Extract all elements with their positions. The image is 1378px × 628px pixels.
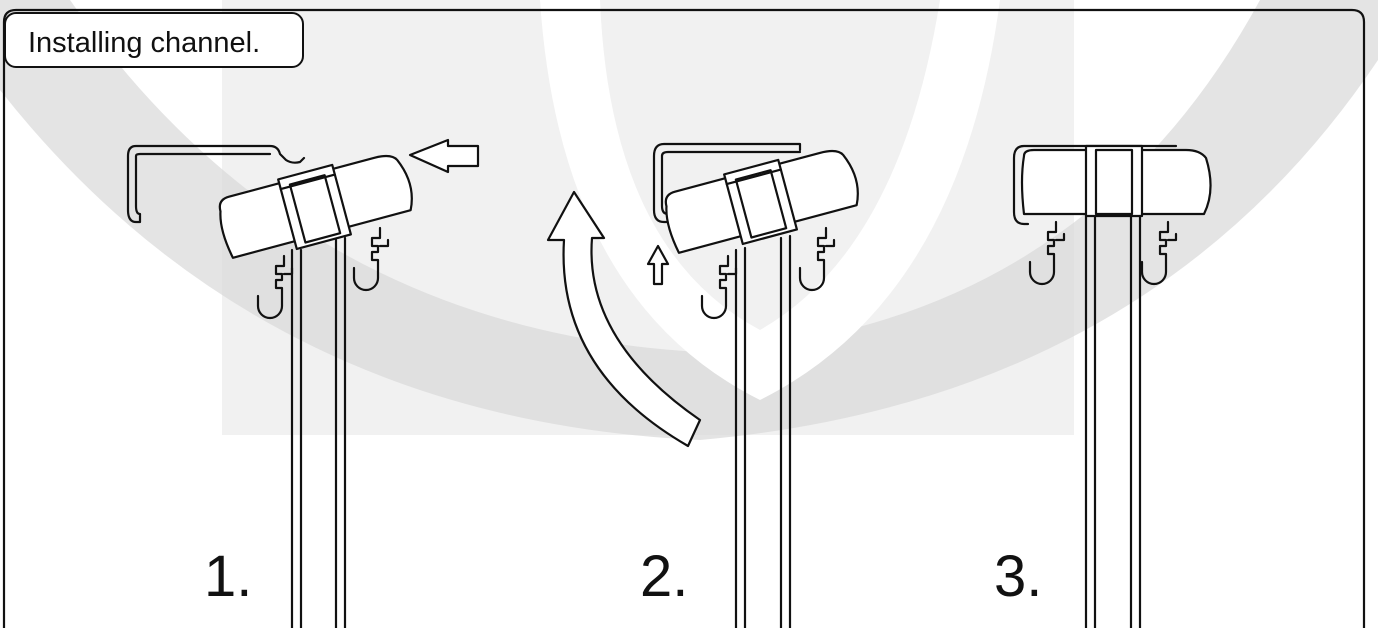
rotate-arrow-icon <box>546 190 702 448</box>
step-2-illustration <box>546 140 866 628</box>
step-3-label: 3. <box>994 544 1043 609</box>
step-3-illustration <box>1012 144 1212 628</box>
left-arrow-icon <box>408 138 480 174</box>
title-box: Installing channel. <box>4 12 304 68</box>
up-arrow-icon <box>646 244 670 286</box>
page-title: Installing channel. <box>28 27 261 59</box>
step-1-illustration <box>126 138 480 628</box>
step-1-label: 1. <box>204 544 253 609</box>
step-2-label: 2. <box>640 544 689 609</box>
